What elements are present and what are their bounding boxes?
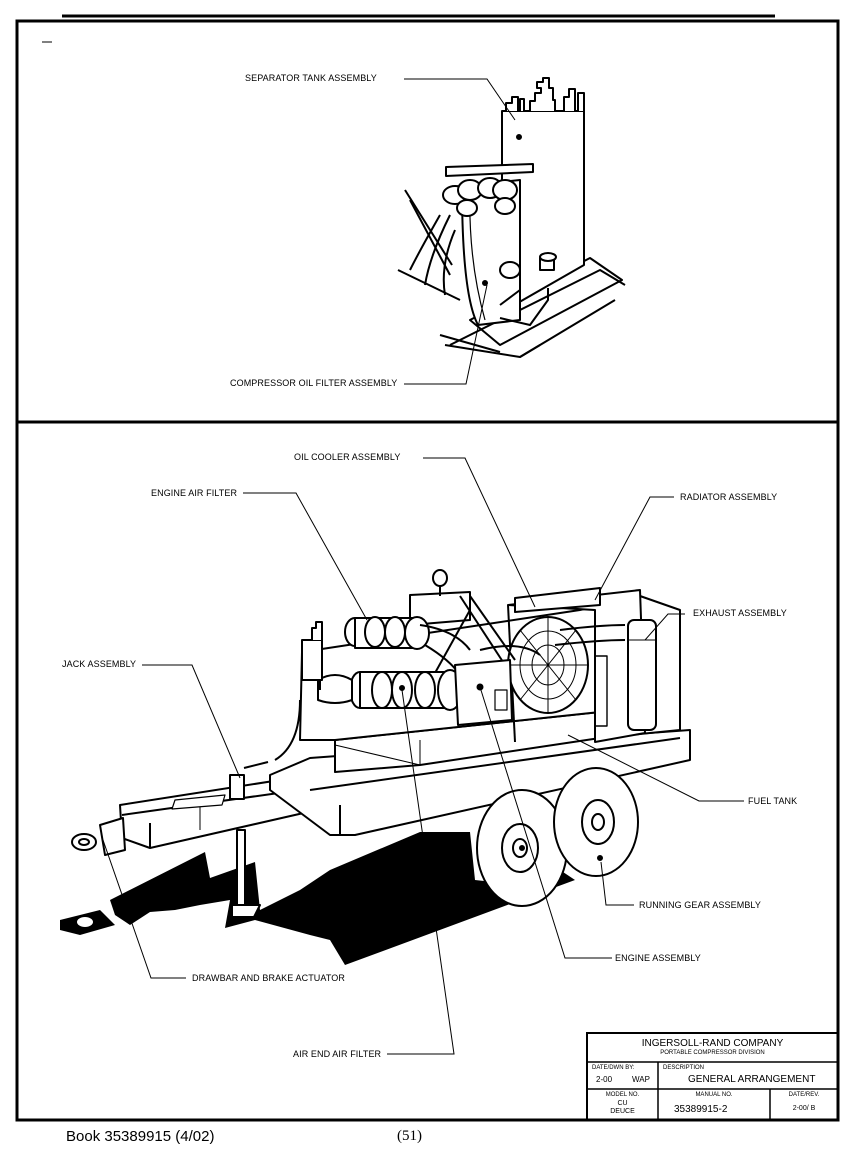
label-separator-tank-assembly: SEPARATOR TANK ASSEMBLY xyxy=(245,73,377,83)
title-block-frame xyxy=(586,1032,839,1121)
page-frame xyxy=(15,14,840,1122)
bottom-callout-leaders xyxy=(102,457,744,1055)
top-callout-leaders xyxy=(404,78,516,385)
label-air-end-air-filter: AIR END AIR FILTER xyxy=(293,1049,382,1059)
title-block-date: 2-00 xyxy=(596,1075,613,1084)
title-block-drawn-by: WAP xyxy=(632,1075,650,1084)
title-block-manual-label: MANUAL NO. xyxy=(695,1092,733,1098)
label-engine-air-filter: ENGINE AIR FILTER xyxy=(151,488,238,498)
title-block-model-2: DEUCE xyxy=(610,1108,635,1115)
separator-tank-illustration xyxy=(397,77,626,358)
label-drawbar-and-brake-actuator: DRAWBAR AND BRAKE ACTUATOR xyxy=(192,973,345,983)
footer-page-number: (51) xyxy=(397,1128,422,1144)
label-exhaust-assembly: EXHAUST ASSEMBLY xyxy=(693,608,787,618)
label-radiator-assembly: RADIATOR ASSEMBLY xyxy=(680,492,778,502)
label-engine-assembly: ENGINE ASSEMBLY xyxy=(615,953,701,963)
title-block-daterev: 2-00/ B xyxy=(792,1105,816,1112)
ground-shadow xyxy=(60,832,575,965)
title-block-daterev-label: DATE/REV. xyxy=(788,1092,820,1098)
title-block-model-1: CU xyxy=(617,1100,628,1107)
label-compressor-oil-filter-assembly: COMPRESSOR OIL FILTER ASSEMBLY xyxy=(230,378,398,388)
title-block-model-label: MODEL NO. xyxy=(605,1092,640,1098)
title-block-company: INGERSOLL-RAND COMPANY xyxy=(641,1038,784,1049)
label-jack-assembly: JACK ASSEMBLY xyxy=(62,659,137,669)
title-block-description-label: DESCRIPTION xyxy=(663,1065,705,1071)
label-oil-cooler-assembly: OIL COOLER ASSEMBLY xyxy=(294,452,401,462)
label-fuel-tank: FUEL TANK xyxy=(748,796,798,806)
title-block-manual-number: 35389915-2 xyxy=(674,1104,728,1115)
compressor-trailer-illustration xyxy=(71,569,691,918)
title-block-description: GENERAL ARRANGEMENT xyxy=(688,1074,816,1085)
title-block-date-drawn-label: DATE/DWN BY: xyxy=(592,1065,635,1071)
footer-book-number: Book 35389915 (4/02) xyxy=(66,1128,215,1145)
label-running-gear-assembly: RUNNING GEAR ASSEMBLY xyxy=(639,900,761,910)
title-block-division: PORTABLE COMPRESSOR DIVISION xyxy=(660,1050,765,1056)
